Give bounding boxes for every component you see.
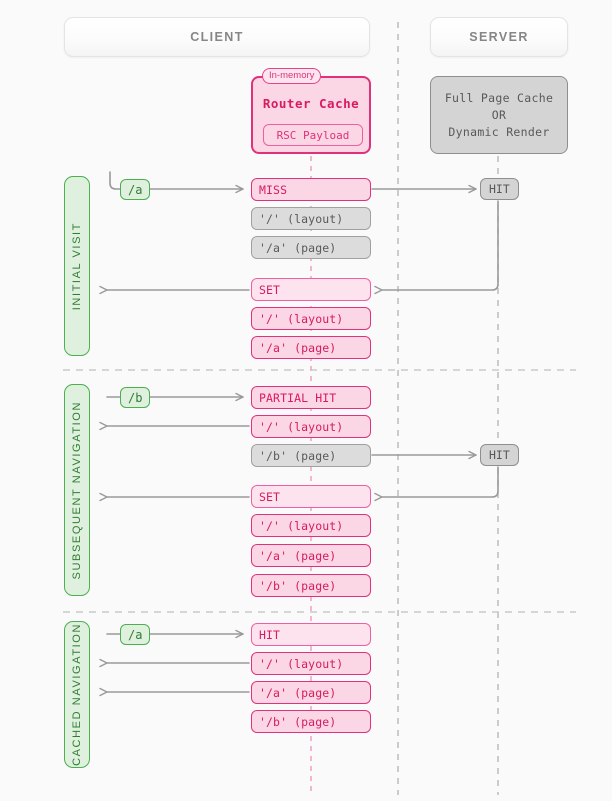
- row-subsequent-layout-cached-text: '/' (layout): [259, 419, 344, 434]
- server-hit-initial: HIT: [480, 178, 519, 200]
- row-subsequent-layout-cached: '/' (layout): [251, 415, 371, 438]
- row-subsequent-page-a-set-text: '/a' (page): [259, 548, 337, 563]
- arrow-subsequent-server-return: [374, 466, 499, 502]
- server-block-line-1: Full Page Cache: [444, 91, 554, 105]
- row-cached-page-b-text: '/b' (page): [259, 714, 337, 729]
- lane-header-server-label: SERVER: [469, 30, 529, 44]
- row-cached-page-a: '/a' (page): [251, 681, 371, 704]
- server-hit-subsequent: HIT: [480, 444, 519, 466]
- row-initial-layout-req: '/' (layout): [251, 207, 371, 230]
- row-cached-layout-text: '/' (layout): [259, 656, 344, 671]
- phase-label-initial-visit: INITIAL VISIT: [64, 176, 90, 356]
- row-initial-miss-text: MISS: [259, 182, 288, 197]
- row-initial-layout-set: '/' (layout): [251, 307, 371, 330]
- row-subsequent-page-b-set: '/b' (page): [251, 574, 371, 597]
- route-chip-cached-navigation-text: /a: [128, 627, 143, 642]
- row-initial-set: SET: [251, 278, 371, 301]
- row-subsequent-set: SET: [251, 485, 371, 508]
- phase-label-subsequent-navigation-text: SUBSEQUENT NAVIGATION: [71, 400, 83, 580]
- lane-header-client-label: CLIENT: [190, 30, 244, 44]
- route-chip-initial-visit: /a: [120, 179, 151, 200]
- route-chip-subsequent-navigation: /b: [120, 387, 151, 408]
- rsc-payload-box: RSC Payload: [263, 124, 363, 146]
- row-initial-layout-req-text: '/' (layout): [259, 211, 344, 226]
- server-block-line-3: Dynamic Render: [448, 125, 550, 139]
- server-hit-initial-text: HIT: [489, 182, 510, 196]
- row-cached-hit: HIT: [251, 623, 371, 646]
- row-subsequent-partial-hit-text: PARTIAL HIT: [259, 390, 337, 405]
- row-subsequent-page-a-set: '/a' (page): [251, 544, 371, 567]
- row-cached-layout: '/' (layout): [251, 652, 371, 675]
- row-initial-miss: MISS: [251, 178, 371, 201]
- route-chip-cached-navigation: /a: [120, 624, 151, 645]
- router-cache-title: Router Cache: [262, 96, 360, 111]
- phase-label-cached-navigation: CACHED NAVIGATION: [64, 621, 90, 768]
- row-initial-page-req: '/a' (page): [251, 236, 371, 259]
- row-initial-page-set-text: '/a' (page): [259, 340, 337, 355]
- phase-label-subsequent-navigation: SUBSEQUENT NAVIGATION: [64, 384, 90, 596]
- arrow-initial-server-return: [374, 200, 499, 295]
- row-initial-page-set: '/a' (page): [251, 336, 371, 359]
- row-cached-page-b: '/b' (page): [251, 710, 371, 733]
- server-block-line-2: OR: [491, 108, 507, 122]
- route-chip-subsequent-navigation-text: /b: [128, 390, 143, 405]
- phase-label-initial-visit-text: INITIAL VISIT: [71, 221, 83, 311]
- lane-header-server: SERVER: [430, 17, 568, 57]
- server-hit-subsequent-text: HIT: [489, 448, 510, 462]
- row-subsequent-page-req: '/b' (page): [251, 444, 371, 467]
- lane-header-client: CLIENT: [64, 17, 370, 57]
- row-initial-page-req-text: '/a' (page): [259, 240, 337, 255]
- row-subsequent-set-text: SET: [259, 489, 281, 504]
- row-subsequent-page-req-text: '/b' (page): [259, 448, 337, 463]
- row-subsequent-layout-set: '/' (layout): [251, 514, 371, 537]
- row-cached-hit-text: HIT: [259, 627, 281, 642]
- row-cached-page-a-text: '/a' (page): [259, 685, 337, 700]
- router-cache-block: In-memory Router Cache RSC Payload: [251, 68, 371, 154]
- row-subsequent-page-b-set-text: '/b' (page): [259, 578, 337, 593]
- row-subsequent-layout-set-text: '/' (layout): [259, 518, 344, 533]
- row-initial-layout-set-text: '/' (layout): [259, 311, 344, 326]
- arrow-initial-request: [109, 171, 244, 194]
- phase-label-cached-navigation-text: CACHED NAVIGATION: [71, 623, 83, 766]
- route-chip-initial-visit-text: /a: [128, 182, 143, 197]
- in-memory-badge: In-memory: [262, 68, 322, 84]
- row-initial-set-text: SET: [259, 282, 281, 297]
- row-subsequent-partial-hit: PARTIAL HIT: [251, 386, 371, 409]
- server-cache-block: Full Page Cache OR Dynamic Render: [430, 76, 568, 154]
